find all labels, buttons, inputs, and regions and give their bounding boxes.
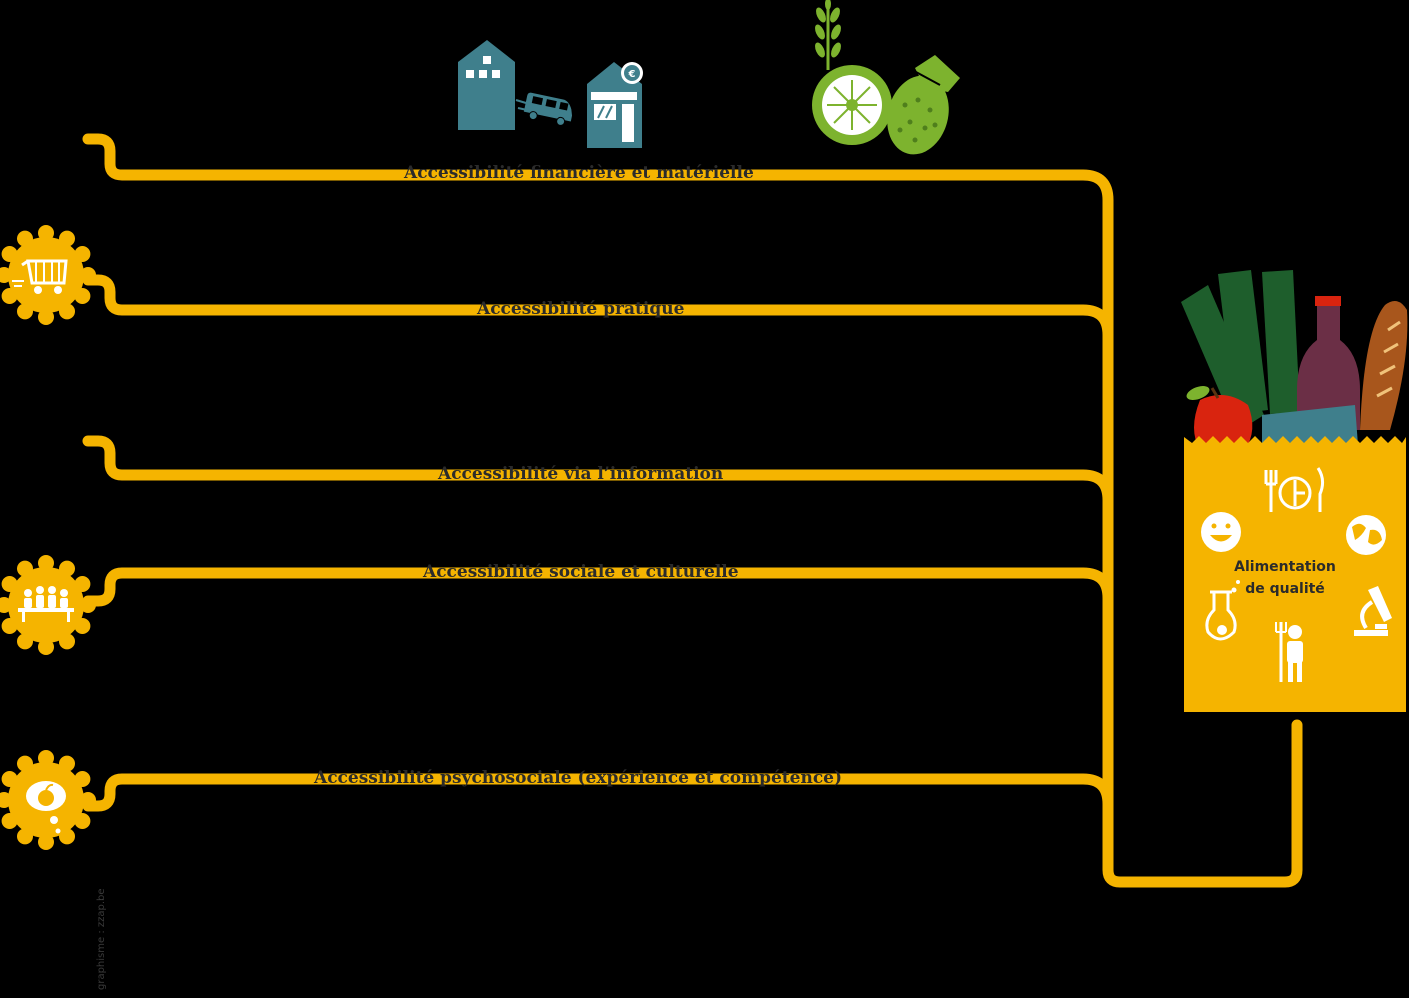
smiley-icon — [1201, 512, 1241, 552]
pathway-line-practical — [82, 274, 1114, 341]
pathway-label-psychosocial: Accessibilité psychosociale (expérience … — [314, 768, 843, 788]
destination-label-line1: Alimentation — [1234, 559, 1336, 575]
badge-social — [0, 555, 96, 655]
destination-label-line2: de qualité — [1245, 581, 1325, 597]
van-icon — [523, 92, 573, 126]
pathway-line-information — [82, 435, 1114, 506]
farmer-icon — [1275, 622, 1303, 682]
buildings-delivery-van-icon: € — [458, 40, 643, 148]
pathway-label-social: Accessibilité sociale et culturelle — [423, 562, 739, 582]
badge-cart — [0, 225, 96, 325]
pathway-line-social — [82, 567, 1114, 607]
fruit-vegetables-icon — [812, 0, 960, 155]
flask-icon — [1205, 580, 1240, 641]
pathway-label-financial: Accessibilité financière et matérielle — [404, 163, 754, 183]
destination-label: Alimentation de qualité — [1215, 556, 1355, 600]
credit-text: graphisme : zzap.be — [96, 888, 107, 990]
globe-icon — [1346, 515, 1386, 555]
pathway-label-information: Accessibilité via l’information — [438, 464, 724, 484]
plate-cutlery-icon — [1264, 467, 1325, 512]
people-at-table-icon — [18, 586, 74, 622]
apple-thought-icon — [26, 781, 66, 834]
shopping-cart-icon — [12, 259, 68, 294]
svg-text:€: € — [628, 69, 636, 80]
pathway-label-practical: Accessibilité pratique — [477, 299, 685, 319]
pathway-line-psychosocial — [82, 773, 1114, 812]
pathways — [82, 133, 1303, 888]
badge-psychosocial — [0, 750, 96, 850]
microscope-icon — [1354, 586, 1392, 636]
pathway-line-financial — [82, 133, 1303, 888]
shopping-bag — [1181, 270, 1408, 712]
